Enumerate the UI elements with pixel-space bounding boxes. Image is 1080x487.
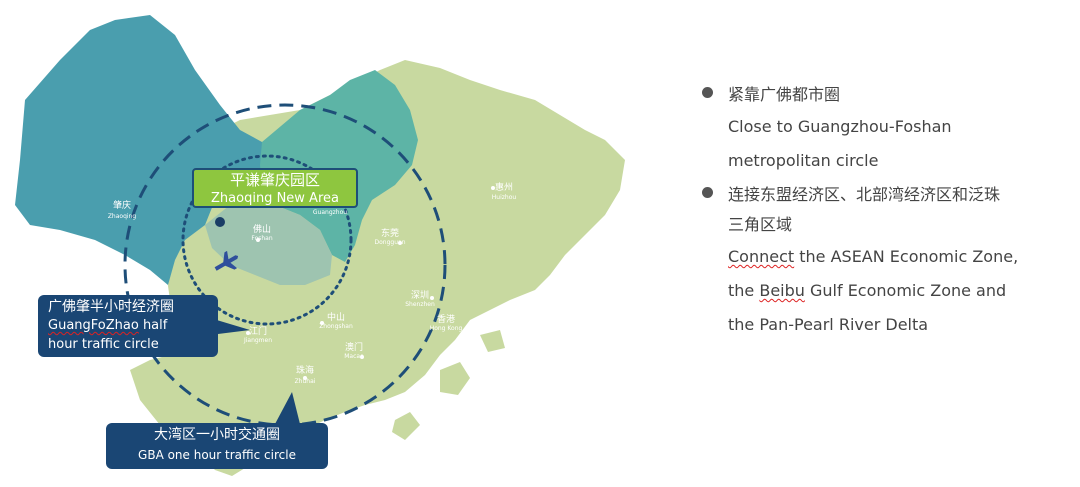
half-hour-en-half: half bbox=[138, 318, 168, 333]
new-area-en: Zhaoqing New Area bbox=[211, 191, 339, 206]
bullet-2-en-connect: Connect bbox=[728, 247, 795, 266]
half-hour-en-line1: GuangFoZhao half bbox=[48, 316, 208, 335]
bullet-1-zh: 紧靠广佛都市圈 bbox=[728, 85, 841, 104]
half-hour-circle-label: 广佛肇半小时经济圈 GuangFoZhao half hour traffic … bbox=[38, 295, 218, 357]
svg-text:澳门: 澳门 bbox=[345, 341, 363, 353]
city-label-foshan: 佛山 Foshan bbox=[251, 223, 273, 242]
half-hour-en-guangfozhao: GuangFoZhao bbox=[48, 318, 139, 333]
half-hour-zh: 广佛肇半小时经济圈 bbox=[48, 299, 174, 315]
new-area-zh: 平谦肇庆园区 bbox=[229, 171, 320, 189]
svg-text:Hong Kong: Hong Kong bbox=[430, 325, 463, 332]
city-label-zhuhai: 珠海 Zhuhai bbox=[295, 364, 316, 385]
bullet-2-en-asean: the ASEAN Economic Zone, bbox=[794, 247, 1019, 266]
island-south bbox=[392, 412, 420, 440]
bullet-2-en-line1: Connect the ASEAN Economic Zone, bbox=[728, 240, 1070, 274]
svg-text:Jiangmen: Jiangmen bbox=[243, 337, 272, 344]
svg-text:深圳: 深圳 bbox=[411, 290, 429, 301]
island-hk bbox=[480, 330, 505, 352]
svg-text:Zhongshan: Zhongshan bbox=[319, 323, 353, 330]
guangzhou-region bbox=[260, 70, 418, 262]
one-hour-en: GBA one hour traffic circle bbox=[138, 448, 296, 462]
svg-text:Zhuhai: Zhuhai bbox=[295, 378, 316, 385]
bullet-item-guangfo: 紧靠广佛都市圈 Close to Guangzhou-Foshan metrop… bbox=[700, 80, 1070, 178]
half-hour-callout-pointer bbox=[210, 318, 250, 335]
bullet-dot-icon bbox=[702, 87, 713, 98]
svg-text:Macao: Macao bbox=[344, 353, 364, 360]
city-label-guangzhou: Guangzhou bbox=[313, 209, 347, 216]
svg-text:Shenzhen: Shenzhen bbox=[405, 301, 435, 308]
bullet-1-en-line1: Close to Guangzhou-Foshan bbox=[728, 117, 952, 136]
bullet-dot-icon bbox=[702, 187, 713, 198]
svg-text:中山: 中山 bbox=[327, 311, 345, 323]
svg-text:Zhaoqing: Zhaoqing bbox=[108, 213, 137, 220]
half-hour-en-line2: hour traffic circle bbox=[48, 337, 159, 352]
svg-text:江门: 江门 bbox=[249, 325, 267, 337]
one-hour-callout-pointer bbox=[275, 392, 300, 424]
airplane-icon bbox=[214, 250, 239, 271]
city-label-zhaoqing: 肇庆 Zhaoqing bbox=[108, 199, 137, 220]
bullet-2-zh-line2: 三角区域 bbox=[728, 215, 793, 234]
foshan-core-region bbox=[205, 200, 332, 285]
svg-text:Guangzhou: Guangzhou bbox=[313, 209, 347, 216]
island-east bbox=[440, 362, 470, 395]
bullet-2-zh-line1: 连接东盟经济区、北部湾经济区和泛珠 bbox=[728, 185, 1001, 204]
gba-one-hour-circle-label: 大湾区一小时交通圈 GBA one hour traffic circle bbox=[106, 423, 328, 469]
city-label-hongkong: 香港 Hong Kong bbox=[430, 313, 463, 332]
one-hour-zh: 大湾区一小时交通圈 bbox=[154, 427, 280, 443]
svg-text:佛山: 佛山 bbox=[253, 223, 271, 235]
city-label-dongguan: 东莞 Dongguan bbox=[375, 227, 406, 246]
zhaoqing-new-area-label: 平谦肇庆园区 Zhaoqing New Area bbox=[192, 168, 358, 208]
half-hour-circle bbox=[181, 154, 353, 326]
city-label-zhongshan: 中山 Zhongshan bbox=[319, 311, 353, 330]
svg-text:珠海: 珠海 bbox=[296, 364, 314, 376]
bullet-2-en-line3: the Pan-Pearl River Delta bbox=[728, 315, 929, 334]
location-dot-icon bbox=[215, 217, 225, 227]
bullet-2-en-the: the bbox=[728, 281, 760, 300]
bullet-item-asean: 连接东盟经济区、北部湾经济区和泛珠 三角区域 Connect the ASEAN… bbox=[700, 180, 1070, 342]
advantages-list: 紧靠广佛都市圈 Close to Guangzhou-Foshan metrop… bbox=[700, 80, 1070, 344]
city-label-shenzhen: 深圳 Shenzhen bbox=[405, 290, 435, 308]
bullet-2-en-gulf: Gulf Economic Zone and bbox=[804, 281, 1007, 300]
svg-text:肇庆: 肇庆 bbox=[113, 199, 131, 211]
city-label-huizhou: 惠州 Huizhou bbox=[491, 181, 516, 201]
zhaoqing-region bbox=[15, 15, 265, 285]
svg-text:Foshan: Foshan bbox=[251, 235, 273, 242]
bullet-1-en-line2: metropolitan circle bbox=[728, 151, 879, 170]
city-label-jiangmen: 江门 Jiangmen bbox=[243, 325, 272, 344]
city-label-macao: 澳门 Macao bbox=[344, 341, 364, 360]
svg-text:香港: 香港 bbox=[437, 313, 455, 325]
bullet-2-en-line2: the Beibu Gulf Economic Zone and bbox=[728, 274, 1070, 308]
gba-map: 肇庆 Zhaoqing Guangzhou 惠州 Huizhou 东莞 Dong… bbox=[15, 15, 625, 476]
bullet-2-en-beibu: Beibu bbox=[759, 281, 805, 300]
svg-text:东莞: 东莞 bbox=[381, 227, 399, 239]
svg-text:惠州: 惠州 bbox=[495, 181, 513, 193]
svg-text:Huizhou: Huizhou bbox=[492, 194, 517, 201]
svg-text:Dongguan: Dongguan bbox=[375, 239, 406, 246]
